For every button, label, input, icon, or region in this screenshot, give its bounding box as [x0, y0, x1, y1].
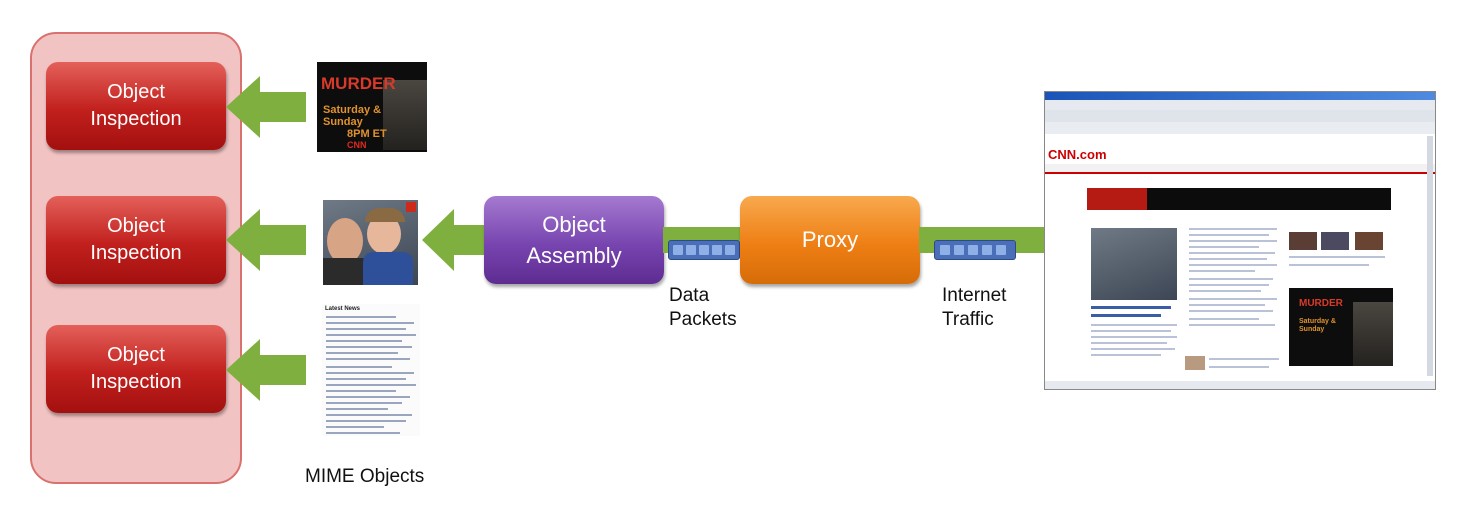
inspection-label-line1: Object [107, 81, 165, 103]
browser-address-bar [1045, 110, 1435, 122]
inspection-label-line2: Inspection [90, 108, 182, 130]
inspection-label-line2: Inspection [90, 242, 182, 264]
assembly-label-line2: Assembly [526, 243, 622, 268]
book-cover-thumbnail: MURDER Saturday & Sunday 8PM ET CNN [317, 62, 427, 152]
adult-face [327, 218, 363, 264]
data-packets-label-line2: Packets [669, 309, 737, 330]
internet-packets-icon [934, 240, 1016, 260]
inspection-label-line1: Object [107, 215, 165, 237]
cnn-logo: CNN.com [1048, 147, 1107, 162]
data-packets-icon [668, 240, 740, 260]
inspection-label-line2: Inspection [90, 371, 182, 393]
object-inspection-box-3: Object Inspection [46, 325, 226, 413]
internet-traffic-label-line1: Internet [942, 285, 1007, 306]
book-schedule: Saturday & Sunday [323, 104, 382, 128]
arrow-left-icon [226, 339, 306, 401]
browser-status-bar [1045, 381, 1435, 389]
book-time: 8PM ET [347, 128, 387, 140]
data-packets-label-line1: Data [669, 285, 710, 306]
internet-traffic-label-line2: Traffic [942, 309, 994, 330]
browser-screenshot: CNN.com MURDER Saturday & Sunday [1044, 91, 1436, 390]
site-nav [1045, 164, 1435, 174]
news-list-thumbnail: Latest News [322, 304, 420, 436]
figure-image [383, 80, 427, 150]
ad-banner [1087, 188, 1391, 210]
headline-photo [1091, 228, 1177, 300]
object-assembly-box: Object Assembly [484, 196, 664, 284]
arrow-left-icon [226, 209, 306, 271]
mime-objects-label: MIME Objects [305, 466, 425, 487]
browser-toolbar [1045, 122, 1435, 134]
book-network: CNN [347, 140, 367, 150]
data-packets-label: Data Packets [669, 284, 737, 332]
arrow-left-icon [422, 209, 486, 271]
object-inspection-box-1: Object Inspection [46, 62, 226, 150]
assembly-label-line1: Object [542, 212, 606, 237]
proxy-label: Proxy [801, 227, 859, 252]
news-heading: Latest News [325, 306, 361, 312]
proxy-box: Proxy [740, 196, 920, 284]
book-ad: MURDER Saturday & Sunday [1289, 288, 1393, 366]
arrow-left-icon [226, 76, 306, 138]
book-title: MURDER [321, 74, 396, 93]
object-inspection-box-2: Object Inspection [46, 196, 226, 284]
browser-title-bar [1045, 92, 1435, 100]
internet-traffic-label: Internet Traffic [942, 284, 1006, 332]
browser-menu-bar [1045, 100, 1435, 110]
family-photo-thumbnail [323, 200, 418, 285]
inspection-label-line1: Object [107, 344, 165, 366]
browser-scrollbar [1427, 136, 1433, 376]
